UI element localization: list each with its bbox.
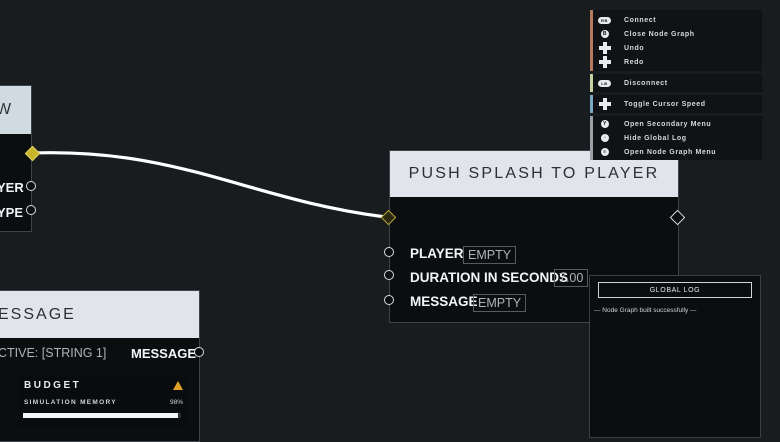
legend-group-bar: [590, 95, 593, 113]
budget-progress-track: [23, 413, 181, 418]
legend-label: Open Secondary Menu: [624, 120, 712, 128]
output-label-message: MESSAGE: [131, 346, 197, 361]
budget-metric-label: SIMULATION MEMORY: [24, 399, 117, 406]
legend-item-redo: Redo: [598, 56, 644, 68]
legend-label: Redo: [624, 58, 644, 66]
button-rb-icon: RB: [598, 16, 611, 24]
legend-label: Disconnect: [624, 79, 668, 87]
node-title: W: [0, 101, 14, 118]
legend-group-cursor: Toggle Cursor Speed: [590, 95, 762, 113]
button-y-icon: Y: [601, 120, 609, 128]
legend-item-hide-global-log: ▫ Hide Global Log: [598, 132, 687, 144]
dpad-icon: [599, 56, 611, 68]
value-message[interactable]: EMPTY: [473, 294, 527, 312]
budget-progress-fill: [23, 413, 178, 418]
input-port-message[interactable]: [384, 295, 394, 305]
legend-group-menus: Y Open Secondary Menu ▫ Hide Global Log …: [590, 116, 762, 160]
warning-icon: [173, 381, 183, 390]
legend-item-close-node-graph: B Close Node Graph: [598, 28, 695, 40]
global-log-title: GLOBAL LOG: [598, 282, 752, 298]
input-port-duration[interactable]: [384, 270, 394, 280]
button-view-icon: ▫: [601, 134, 609, 142]
legend-group-disconnect: LB Disconnect: [590, 74, 762, 92]
node-title: PUSH SPLASH TO PLAYER: [408, 165, 660, 182]
legend-group-bar: [590, 116, 593, 160]
button-b-icon: B: [601, 30, 609, 38]
legend-item-open-secondary-menu: Y Open Secondary Menu: [598, 118, 711, 130]
legend-item-connect: RB Connect: [598, 14, 656, 26]
legend-label: Connect: [624, 16, 657, 24]
output-port-player[interactable]: [26, 181, 36, 191]
log-entry: --- Node Graph built successfully ---: [594, 307, 697, 314]
budget-panel: BUDGET SIMULATION MEMORY 98%: [18, 375, 187, 427]
legend-item-disconnect: LB Disconnect: [598, 77, 668, 89]
value-duration[interactable]: 7.00: [554, 269, 589, 287]
field-label-player: PLAYER: [410, 246, 464, 261]
node-row-label: YER: [0, 180, 24, 195]
dpad-icon: [599, 98, 611, 110]
input-value-string[interactable]: CTIVE: [STRING 1]: [0, 346, 107, 360]
field-label-message: MESSAGE: [410, 294, 478, 309]
legend-label: Close Node Graph: [624, 30, 695, 38]
legend-group-bar: [590, 74, 593, 92]
budget-metric-value: 98%: [170, 399, 184, 406]
legend-label: Undo: [624, 44, 645, 52]
output-port-message[interactable]: [194, 347, 204, 357]
node-header: ESSAGE: [0, 291, 199, 338]
input-port-player[interactable]: [384, 247, 394, 257]
legend-group-connect: RB Connect B Close Node Graph Undo Redo: [590, 10, 762, 71]
button-lb-icon: LB: [598, 79, 611, 87]
execution-wire[interactable]: [30, 151, 388, 219]
node-header: W: [0, 86, 31, 134]
budget-title: BUDGET: [24, 380, 82, 391]
node-title: ESSAGE: [0, 305, 76, 323]
legend-label: Hide Global Log: [624, 134, 687, 142]
output-port-type[interactable]: [26, 205, 36, 215]
legend-group-bar: [590, 10, 593, 71]
value-player[interactable]: EMPTY: [463, 246, 517, 264]
legend-label: Toggle Cursor Speed: [624, 100, 706, 108]
global-log-panel[interactable]: GLOBAL LOG --- Node Graph built successf…: [589, 275, 761, 438]
dpad-icon: [599, 42, 611, 54]
field-label-duration: DURATION IN SECONDS: [410, 270, 569, 285]
legend-item-open-node-graph-menu: ≡ Open Node Graph Menu: [598, 146, 716, 158]
legend-item-undo: Undo: [598, 42, 644, 54]
legend-item-toggle-cursor-speed: Toggle Cursor Speed: [598, 98, 706, 110]
legend-label: Open Node Graph Menu: [624, 148, 717, 156]
button-menu-icon: ≡: [601, 148, 609, 156]
node-row-label: YPE: [0, 205, 24, 220]
